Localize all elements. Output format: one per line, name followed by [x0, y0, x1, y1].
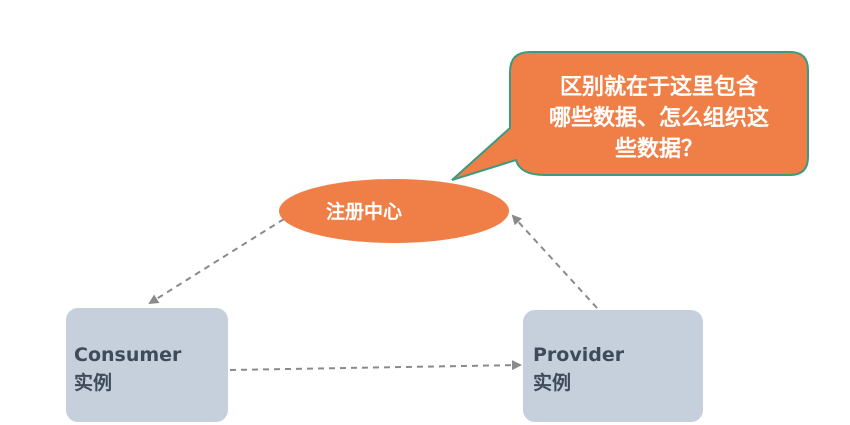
callout-line-1: 区别就在于这里包含	[560, 74, 759, 100]
consumer-label-line-2: 实例	[74, 371, 112, 394]
callout-line-2: 哪些数据、怎么组织这	[549, 105, 769, 131]
arrow-consumer-to-provider	[229, 360, 522, 371]
consumer-node: Consumer 实例	[66, 308, 228, 422]
provider-label-line-1: Provider	[533, 344, 625, 366]
callout-bubble: 区别就在于这里包含 哪些数据、怎么组织这 些数据？	[451, 51, 809, 181]
provider-node: Provider 实例	[523, 310, 703, 422]
callout-line-3: 些数据？	[615, 136, 703, 162]
consumer-box	[66, 308, 228, 422]
provider-box	[523, 310, 703, 422]
consumer-label-line-1: Consumer	[74, 344, 182, 366]
arrow-provider-to-registry	[511, 214, 598, 309]
arrow-registry-to-consumer	[148, 218, 285, 305]
registry-ellipse	[279, 179, 509, 243]
provider-label-line-2: 实例	[533, 371, 571, 394]
registry-label: 注册中心	[326, 200, 402, 223]
registry-node: 注册中心	[279, 179, 509, 243]
callout-shape	[451, 51, 809, 181]
